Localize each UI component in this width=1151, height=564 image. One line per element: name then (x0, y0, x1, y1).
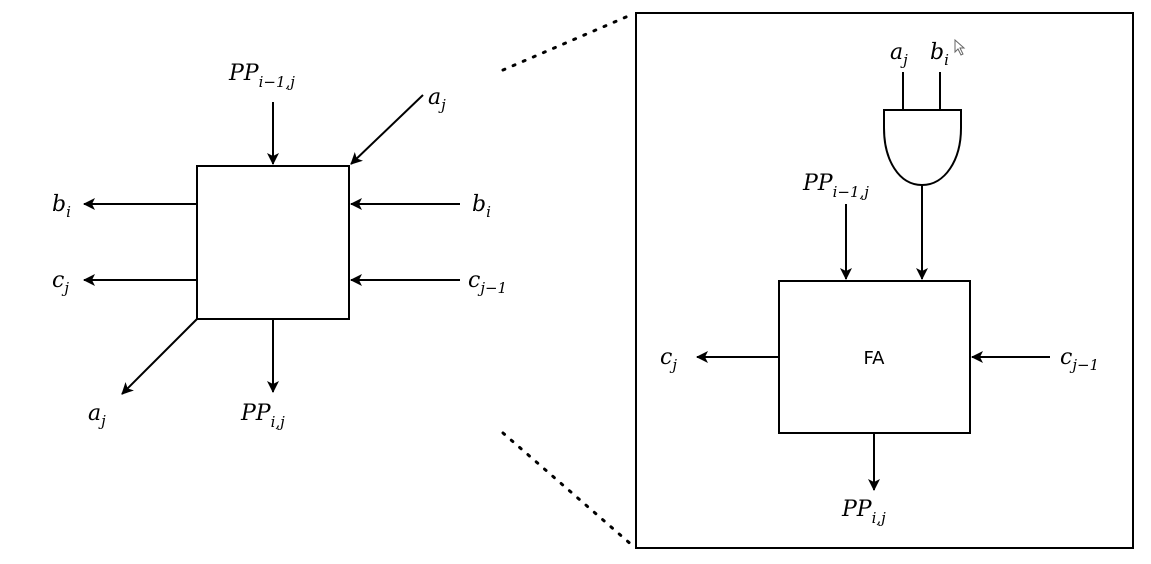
zoom-pp-out-label: PPi,j (841, 497, 886, 527)
full-adder-label: FA (863, 348, 885, 369)
pp-in-label: PPi−1,j (228, 61, 295, 91)
zoom-pp-in-label: PPi−1,j (802, 171, 869, 201)
and-gate-icon (883, 109, 962, 187)
a-out-arrow (121, 318, 198, 395)
zoom-connector-bottom (501, 431, 635, 548)
c-out-label: cj (52, 268, 69, 297)
gate-a-label: aj (890, 40, 908, 69)
c-in-label: cj−1 (468, 268, 507, 297)
a-in-arrow (350, 94, 424, 165)
zoom-panel (635, 12, 1134, 549)
zoom-c-out-label: cj (660, 345, 677, 374)
zoom-connector-top (501, 12, 635, 72)
gate-b-label: bi (930, 40, 949, 69)
b-in-label: bi (472, 192, 491, 221)
a-out-label: aj (88, 401, 106, 430)
pp-out-label: PPi,j (240, 401, 285, 431)
a-in-label: aj (428, 85, 446, 114)
cell-box (196, 165, 350, 320)
zoom-c-in-label: cj−1 (1060, 345, 1099, 374)
mouse-pointer-icon (954, 38, 966, 56)
b-out-label: bi (52, 192, 71, 221)
